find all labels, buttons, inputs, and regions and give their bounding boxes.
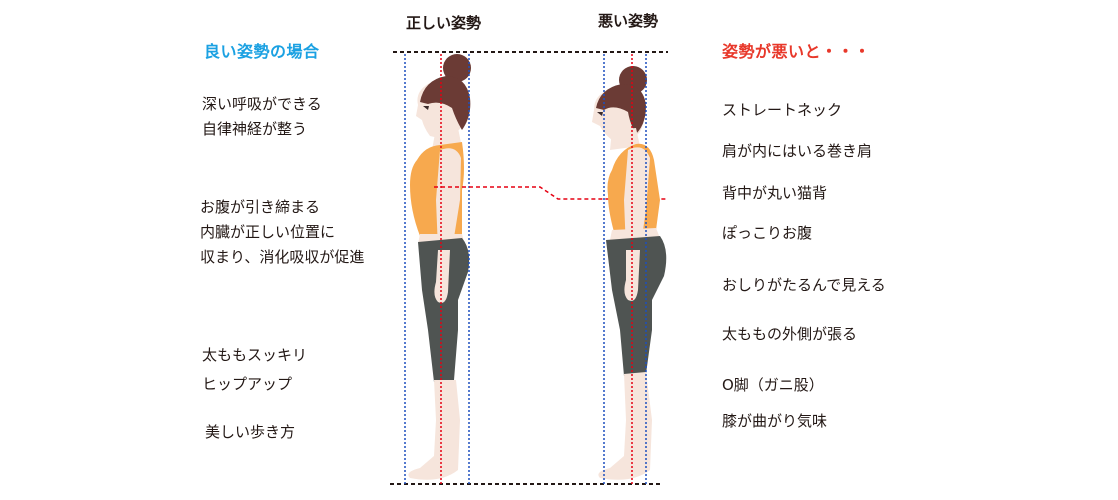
consequence-outer-thigh: 太ももの外側が張る [722,325,858,343]
consequence-hunched-back: 背中が丸い猫背 [722,184,828,202]
consequence-belly: ぽっこりお腹 [722,224,813,242]
consequence-straight-neck: ストレートネック [722,101,843,119]
benefit-walk: 美しい歩き方 [205,423,296,441]
consequence-bow-legs: O脚（ガニ股） [722,376,824,394]
consequence-bent-knees: 膝が曲がり気味 [722,412,828,430]
benefit-group-breathing: 深い呼吸ができる 自律神経が整う [202,92,322,142]
benefit-thigh: 太ももスッキリ [202,346,308,364]
consequence-sagging-hips: おしりがたるんで見える [722,276,886,294]
good-posture-heading: 良い姿勢の場合 [204,42,320,61]
good-posture-title: 正しい姿勢 [406,14,482,32]
bad-posture-figure [592,54,667,484]
benefit-hip: ヒップアップ [202,375,293,393]
benefit-line: 深い呼吸ができる [202,95,322,113]
benefit-line: 収まり、消化吸収が促進 [200,248,365,266]
benefit-group-abdomen: お腹が引き締まる 内臓が正しい位置に 収まり、消化吸収が促進 [200,195,364,270]
benefit-line: お腹が引き締まる [200,198,321,216]
bad-posture-title: 悪い姿勢 [598,12,659,30]
benefit-line: 内臓が正しい位置に [200,223,336,241]
benefit-line: 自律神経が整う [202,120,308,138]
consequence-rounded-shoulders: 肩が内にはいる巻き肩 [722,142,873,160]
good-posture-figure [404,54,471,484]
bad-posture-heading: 姿勢が悪いと・・・ [722,42,871,61]
